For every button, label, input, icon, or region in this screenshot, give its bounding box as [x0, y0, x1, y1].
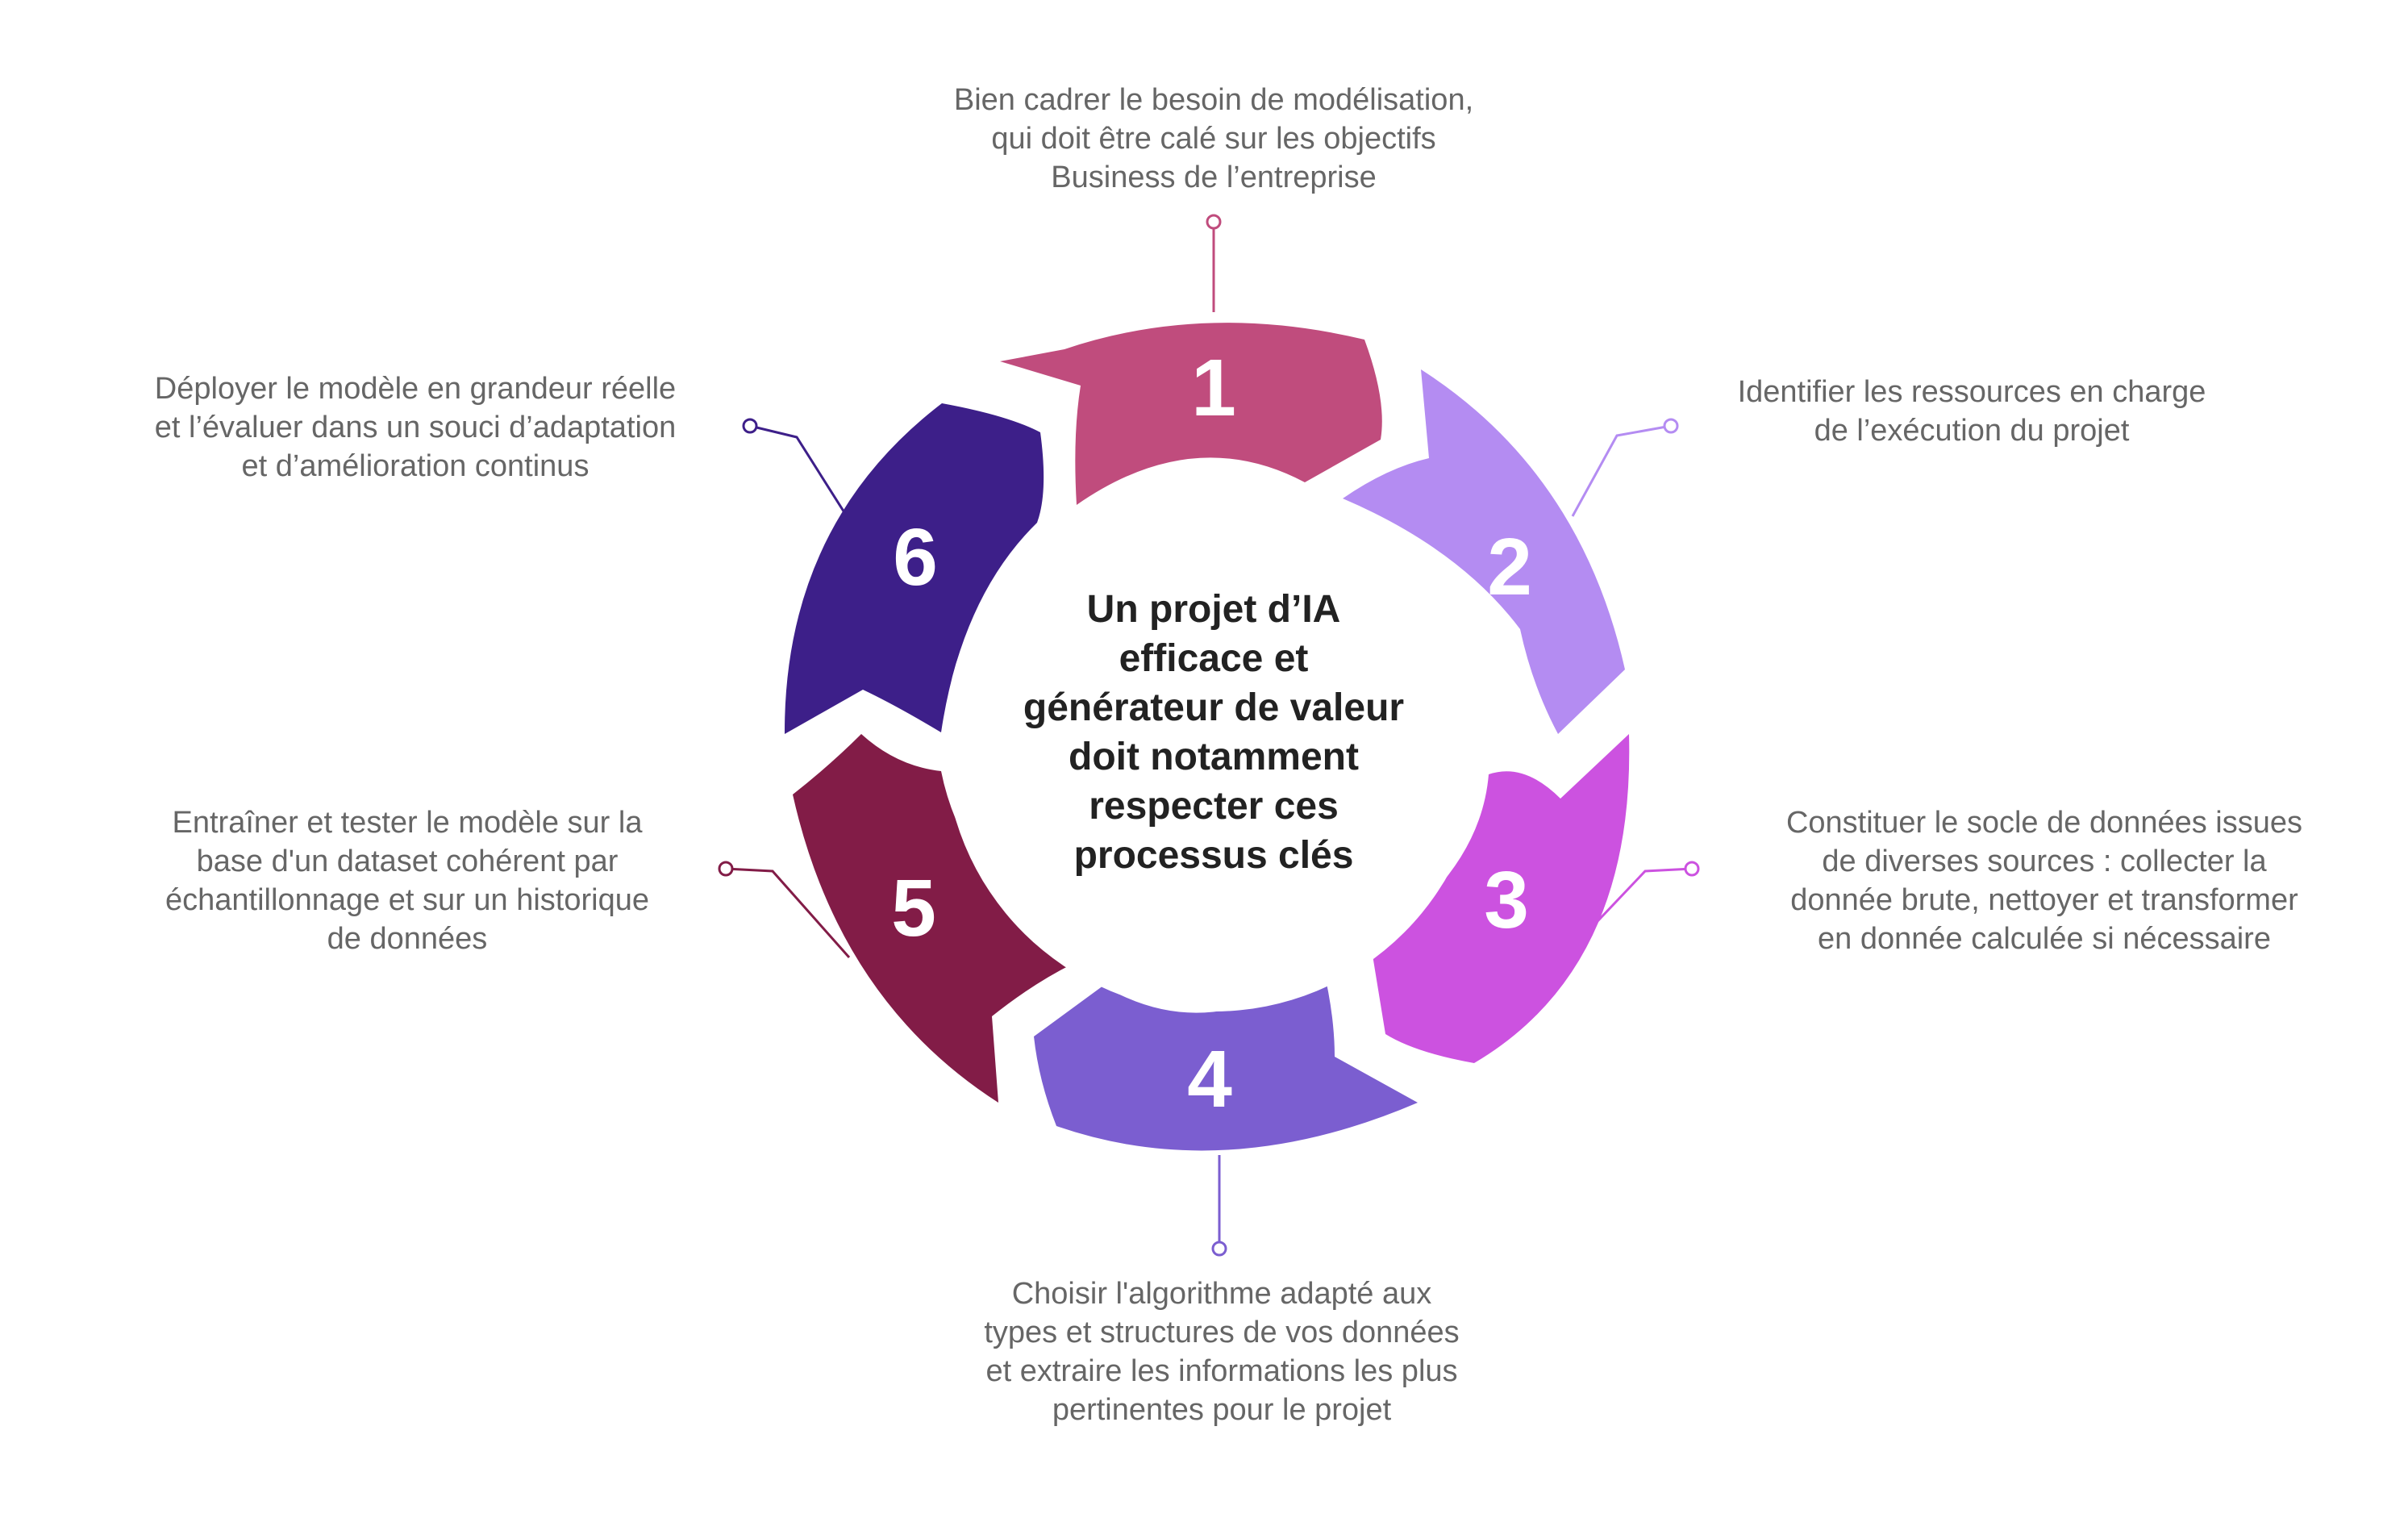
description-line: de diverses sources : collecter la	[1822, 845, 2267, 878]
connector-line-5	[725, 867, 851, 958]
description-line: en donnée calculée si nécessaire	[1818, 922, 2271, 956]
connector-dot-4	[1211, 1241, 1227, 1257]
step-3-description: Constituer le socle de données issues de…	[1718, 803, 2371, 958]
step-number-3: 3	[1484, 855, 1529, 945]
description-line: types et structures de vos données	[984, 1316, 1460, 1349]
description-line: et extraire les informations les plus	[985, 1354, 1458, 1388]
description-line: Choisir l'algorithme adapté aux	[1011, 1277, 1432, 1311]
cycle-segment-5	[793, 734, 1073, 1103]
cycle-segment-4	[1034, 966, 1418, 1151]
step-6-description: Déployer le modèle en grandeur réelle et…	[89, 369, 742, 486]
step-number-2: 2	[1487, 522, 1532, 612]
cycle-segment-2	[1343, 369, 1625, 734]
cycle-segment-3	[1371, 734, 1630, 1063]
center-title-line: processus clés	[1073, 834, 1354, 877]
description-line: qui doit être calé sur les objectifs	[991, 122, 1436, 156]
connector-dot-3	[1684, 861, 1700, 877]
connector-line-2	[1571, 424, 1672, 517]
center-title-line: doit notamment	[1069, 736, 1359, 778]
center-circle	[944, 473, 1483, 1011]
cycle-segment-6	[784, 403, 1044, 734]
step-number-1: 1	[1191, 343, 1236, 433]
connector-dot-2	[1663, 418, 1679, 434]
center-title-line: respecter ces	[1089, 785, 1339, 828]
description-line: de l’exécution du projet	[1814, 414, 2130, 448]
connector-dot-6	[742, 418, 758, 434]
step-4-description: Choisir l'algorithme adapté aux types et…	[919, 1274, 1524, 1429]
cycle-segment-1	[1000, 323, 1382, 505]
step-number-4: 4	[1187, 1034, 1232, 1124]
description-line: pertinentes pour le projet	[1052, 1393, 1392, 1427]
step-2-description: Identifier les ressources en charge de l…	[1698, 373, 2246, 450]
connector-dot-1	[1206, 214, 1222, 230]
description-line: Identifier les ressources en charge	[1737, 375, 2206, 409]
step-number-6: 6	[893, 512, 938, 603]
description-line: Business de l’entreprise	[1051, 161, 1377, 194]
description-line: Constituer le socle de données issues	[1785, 806, 2303, 840]
description-line: échantillonnage et sur un historique	[165, 883, 649, 917]
connector-line-6	[749, 424, 848, 517]
step-1-description: Bien cadrer le besoin de modélisation, q…	[895, 81, 1532, 197]
step-number-5: 5	[891, 863, 936, 953]
description-line: et d’amélioration continus	[241, 449, 590, 483]
connector-dot-5	[718, 861, 734, 877]
description-line: Entraîner et tester le modèle sur la	[172, 806, 643, 840]
center-title-line: générateur de valeur	[1023, 686, 1405, 729]
center-title: Un projet d’IA efficace et générateur de…	[972, 585, 1456, 880]
description-line: et l’évaluer dans un souci d’adaptation	[154, 411, 677, 444]
description-line: Bien cadrer le besoin de modélisation,	[953, 83, 1474, 117]
description-line: de données	[327, 922, 488, 956]
description-line: Déployer le modèle en grandeur réelle	[154, 372, 677, 406]
description-line: donnée brute, nettoyer et transformer	[1790, 883, 2298, 917]
step-5-description: Entraîner et tester le modèle sur la bas…	[101, 803, 714, 958]
description-line: base d'un dataset cohérent par	[196, 845, 619, 878]
connector-line-3	[1567, 867, 1693, 953]
center-title-line: efficace et	[1119, 637, 1309, 680]
center-title-line: Un projet d’IA	[1086, 588, 1341, 631]
